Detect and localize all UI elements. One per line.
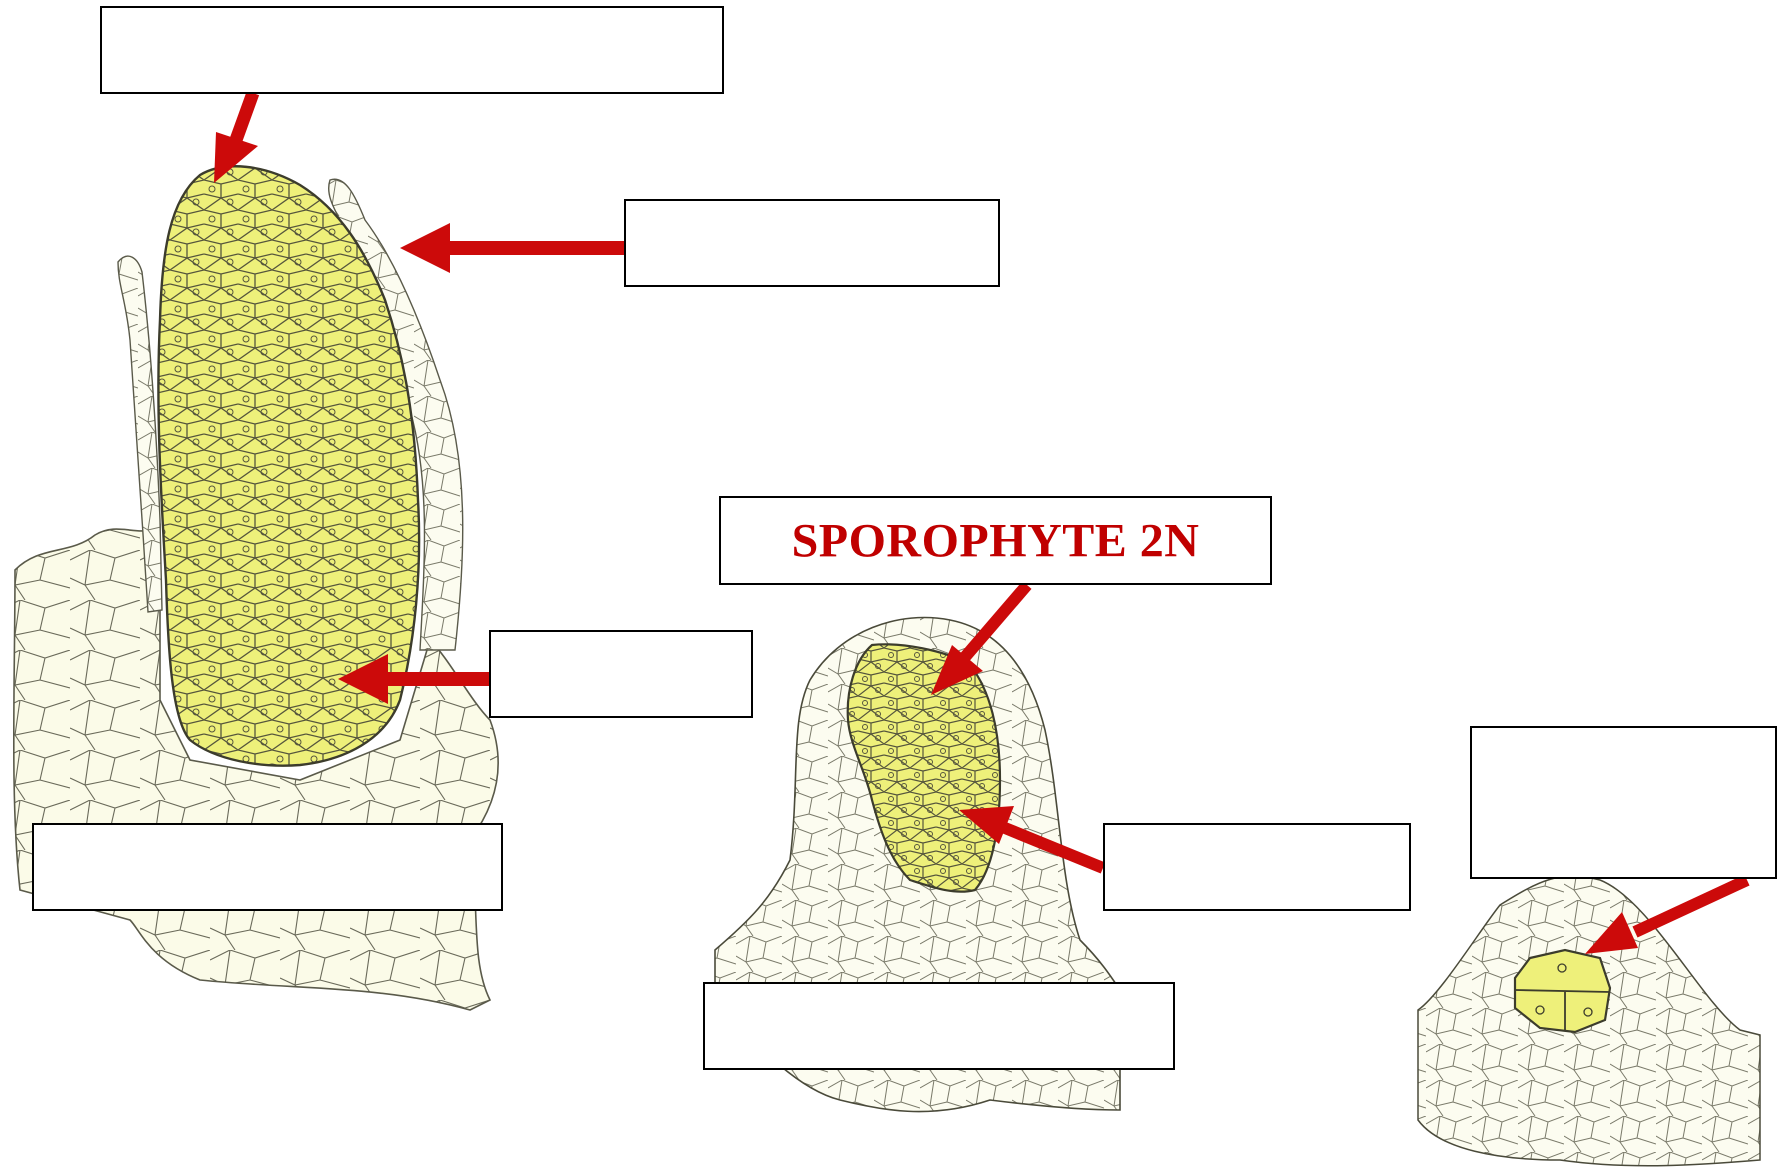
label-sporophyte: SPOROPHYTE 2N (721, 513, 1270, 568)
label-box-bottom-middle[interactable] (703, 982, 1175, 1070)
label-box-middle-left[interactable] (489, 630, 753, 718)
label-box-upper-right[interactable] (624, 199, 1000, 287)
label-box-sporophyte[interactable]: SPOROPHYTE 2N (719, 496, 1272, 585)
arrow-upper-right (400, 223, 624, 273)
small-specimen (1418, 876, 1760, 1166)
label-box-far-right[interactable] (1470, 726, 1777, 879)
label-box-bottom-left[interactable] (32, 823, 503, 911)
label-box-top-left[interactable] (100, 6, 724, 94)
label-box-middle-right[interactable] (1103, 823, 1411, 911)
